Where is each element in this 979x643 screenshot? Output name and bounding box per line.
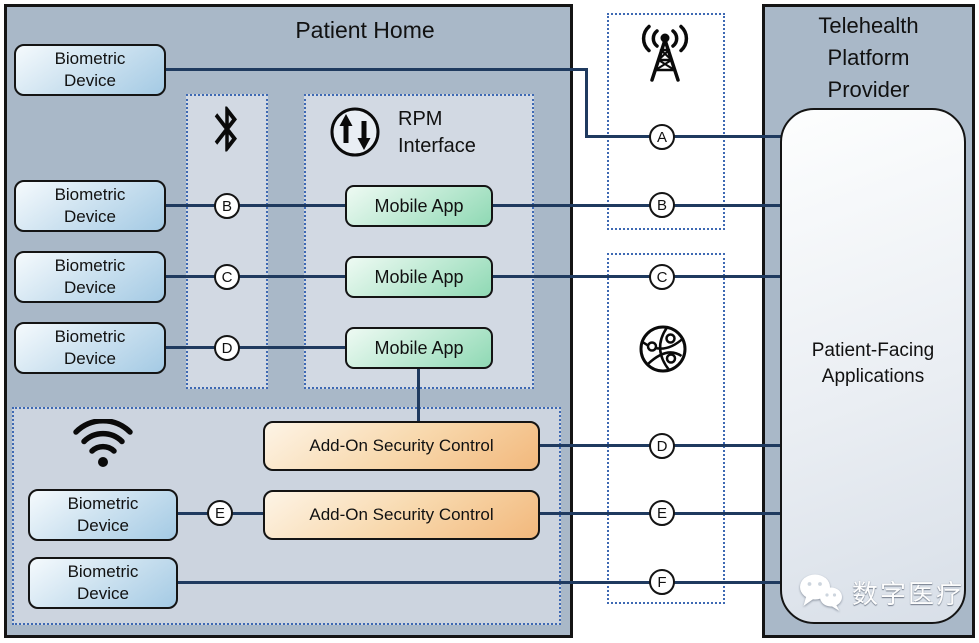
- connector-line-a2: [585, 135, 785, 138]
- biometric-device-box: Biometric Device: [28, 557, 178, 609]
- security-control-box: Add-On Security Control: [263, 490, 540, 540]
- connector-line-c-left: [164, 275, 347, 278]
- node-letter: F: [657, 573, 667, 591]
- wechat-icon: [800, 574, 842, 611]
- mobile-app-box: Mobile App: [345, 327, 493, 369]
- connector-node-e-network: E: [649, 500, 675, 526]
- patient-home-title: Patient Home: [295, 17, 435, 43]
- connector-node-f-network: F: [649, 569, 675, 595]
- connector-node-d-network: D: [649, 433, 675, 459]
- connector-line-b-right: [491, 204, 785, 207]
- mobile-app-label: Mobile App: [374, 195, 464, 216]
- connector-line-c-right: [491, 275, 785, 278]
- up-down-arrows-icon: [330, 107, 380, 157]
- patient-facing-label: Patient-Facing Applications: [811, 340, 935, 387]
- connector-line-d-vertical: [417, 366, 420, 423]
- mobile-app-label: Mobile App: [374, 337, 464, 358]
- connector-node-b-bluetooth: B: [214, 193, 240, 219]
- watermark: 数字医疗: [798, 572, 964, 612]
- node-letter: D: [221, 339, 233, 357]
- biometric-device-label: Biometric Device: [67, 493, 139, 535]
- biometric-device-box: Biometric Device: [14, 251, 166, 303]
- biometric-device-box: Biometric Device: [14, 322, 166, 374]
- connector-node-e-wifi: E: [207, 500, 233, 526]
- connector-line-a: [164, 68, 588, 71]
- biometric-device-label: Biometric Device: [54, 48, 126, 90]
- wifi-icon: [73, 419, 133, 467]
- biometric-device-label: Biometric Device: [67, 561, 139, 603]
- node-letter: A: [656, 128, 667, 146]
- rpm-interface-label: RPM Interface: [398, 108, 476, 157]
- internet-zone: [607, 253, 725, 604]
- bluetooth-icon: [214, 106, 237, 152]
- node-letter: D: [656, 437, 668, 455]
- security-control-label: Add-On Security Control: [309, 505, 494, 524]
- network-globe-icon: [639, 325, 687, 373]
- security-control-label: Add-On Security Control: [309, 436, 494, 455]
- security-control-box: Add-On Security Control: [263, 421, 540, 471]
- biometric-device-label: Biometric Device: [54, 255, 126, 297]
- connector-node-c-network: C: [649, 264, 675, 290]
- node-letter: B: [221, 197, 232, 215]
- cell-tower-icon: [641, 24, 689, 82]
- provider-title: Telehealth Platform Provider: [818, 13, 919, 102]
- node-letter: E: [656, 504, 667, 522]
- connector-line-a-vertical: [585, 68, 588, 138]
- biometric-device-label: Biometric Device: [54, 184, 126, 226]
- connector-node-d-bluetooth: D: [214, 335, 240, 361]
- node-letter: C: [656, 268, 668, 286]
- connector-node-b-network: B: [649, 192, 675, 218]
- node-letter: E: [214, 504, 225, 522]
- mobile-app-box: Mobile App: [345, 185, 493, 227]
- watermark-text: 数字医疗: [852, 578, 965, 609]
- biometric-device-box: Biometric Device: [14, 180, 166, 232]
- patient-facing-panel: [780, 108, 966, 624]
- node-letter: C: [221, 268, 233, 286]
- mobile-app-box: Mobile App: [345, 256, 493, 298]
- biometric-device-label: Biometric Device: [54, 326, 126, 368]
- connector-line-b-left: [164, 204, 347, 207]
- mobile-app-label: Mobile App: [374, 266, 464, 287]
- biometric-device-box: Biometric Device: [14, 44, 166, 96]
- connector-node-c-bluetooth: C: [214, 264, 240, 290]
- connector-line-d-left: [164, 346, 347, 349]
- biometric-device-box: Biometric Device: [28, 489, 178, 541]
- node-letter: B: [656, 196, 667, 214]
- connector-node-a-network: A: [649, 124, 675, 150]
- connector-line-f: [176, 581, 785, 584]
